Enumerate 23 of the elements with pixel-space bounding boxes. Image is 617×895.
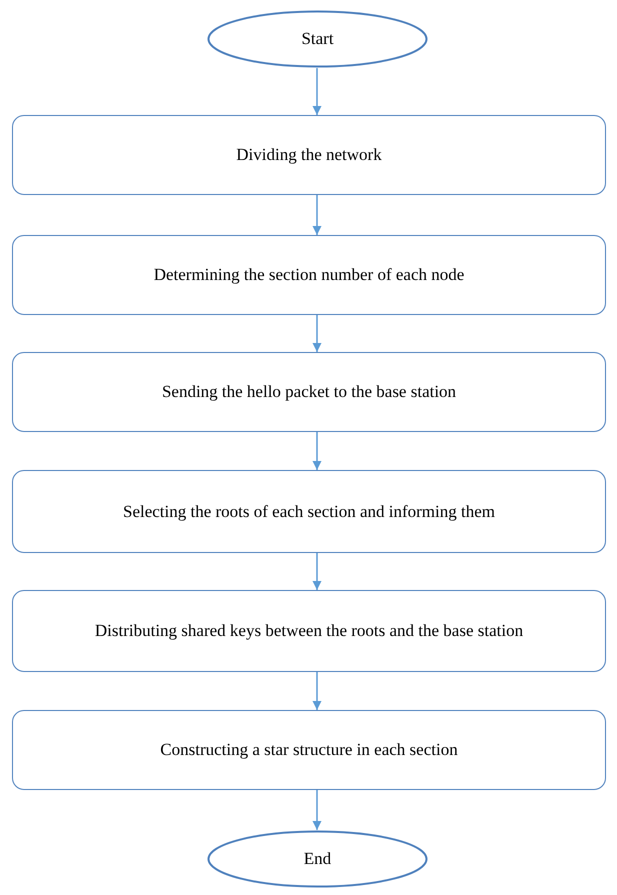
process-box [12, 590, 606, 672]
arrow [312, 790, 322, 830]
arrow [312, 553, 322, 590]
process-box [12, 115, 606, 195]
process-box [12, 235, 606, 315]
arrow [312, 68, 322, 115]
step-text: End [304, 848, 332, 870]
process-box [12, 470, 606, 553]
arrow [312, 432, 322, 470]
step-text: Constructing a star structure in each section [160, 739, 458, 761]
arrow [312, 315, 322, 352]
process-box [12, 352, 606, 432]
arrow [312, 195, 322, 235]
step-text: Distributing shared keys between the roots and the base station [94, 620, 524, 642]
terminal-ellipse [207, 830, 428, 888]
step-text: Dividing the network [236, 144, 382, 166]
step-text: Selecting the roots of each section and informing them [122, 500, 495, 522]
step-text: Start [301, 28, 334, 50]
process-box [12, 710, 606, 790]
step-text: Sending the hello packet to the base station [162, 381, 456, 403]
arrow [312, 672, 322, 710]
step-text: Determining the section number of each node [154, 264, 464, 286]
terminal-ellipse [207, 10, 428, 68]
